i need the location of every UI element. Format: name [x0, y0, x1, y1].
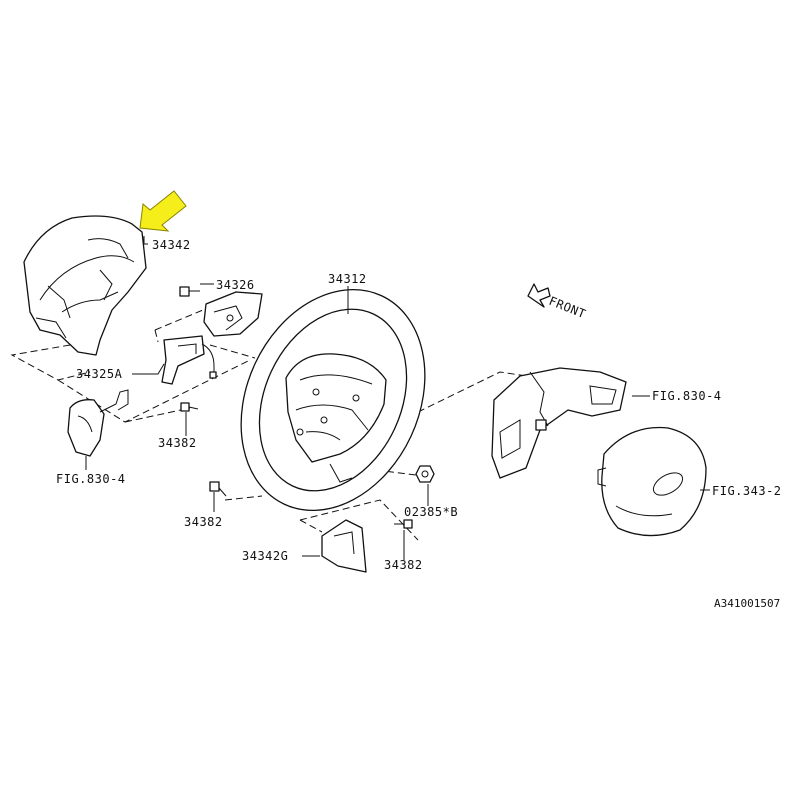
label-34382-c: 34382 — [384, 558, 423, 572]
lower-cover — [321, 519, 367, 573]
yellow-arrow-icon — [139, 190, 187, 232]
steering-switch-panel — [491, 367, 627, 479]
label-34342g: 34342G — [242, 549, 288, 563]
label-34382-a: 34382 — [158, 436, 197, 450]
bolt-icon — [179, 286, 200, 297]
column-cover-upper — [23, 215, 147, 356]
clock-spring — [67, 389, 129, 457]
diagram-code: A341001507 — [714, 597, 780, 610]
label-34342: 34342 — [152, 238, 191, 252]
bolt-icon — [209, 481, 227, 497]
switch-assembly — [203, 291, 263, 337]
airbag-module — [597, 426, 707, 537]
steering-wheel — [240, 288, 426, 512]
leader-lines — [85, 236, 710, 560]
label-34325a: 34325A — [76, 367, 123, 381]
label-fig-830-4-left: FIG.830-4 — [56, 472, 126, 486]
label-34382-b: 34382 — [184, 515, 223, 529]
front-label: FRONT — [547, 294, 588, 321]
bolt-icon — [394, 519, 413, 529]
label-fig-343-2: FIG.343-2 — [712, 484, 782, 498]
front-arrow-icon — [527, 283, 551, 308]
label-fig-830-4-right: FIG.830-4 — [652, 389, 722, 403]
bolt-icon — [180, 402, 199, 412]
label-34312: 34312 — [328, 272, 367, 286]
label-34326: 34326 — [216, 278, 255, 292]
nut-icon — [415, 465, 435, 483]
label-02385b: 02385*B — [404, 505, 458, 519]
paddle-switch — [161, 335, 217, 385]
assembly-dashed-lines — [10, 304, 541, 541]
